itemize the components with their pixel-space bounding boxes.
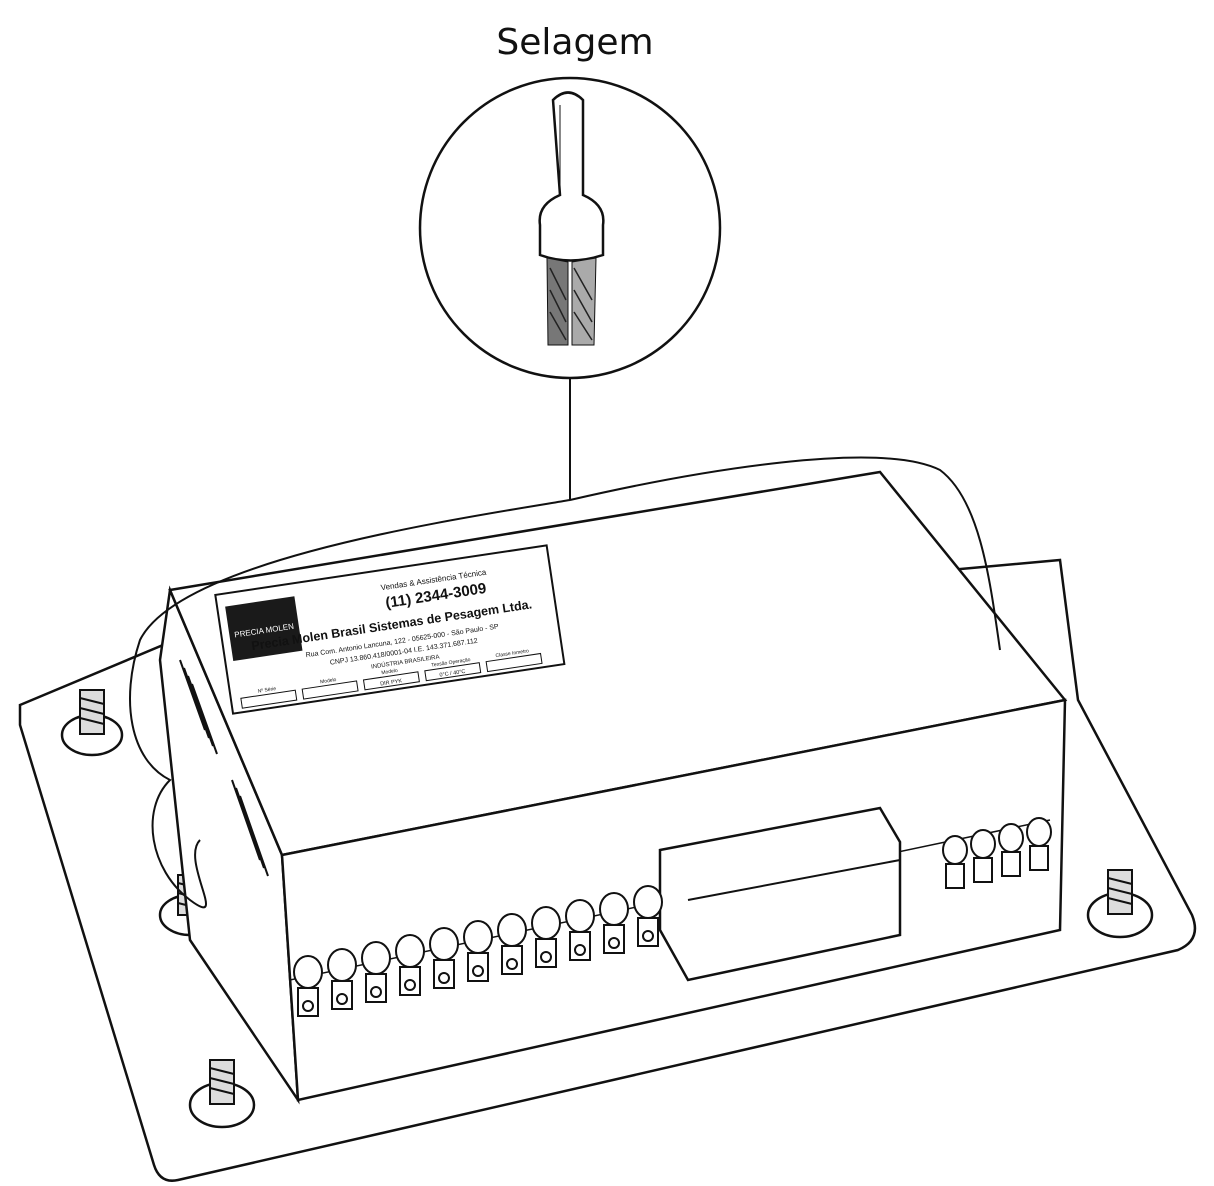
terminal-screw	[531, 906, 561, 968]
terminal-screw	[429, 927, 459, 989]
bolt-bottom-left	[188, 1059, 256, 1129]
plate-field-box	[485, 652, 543, 673]
seal-wire	[546, 257, 597, 346]
plate-field-box	[301, 680, 359, 700]
terminal-screw	[633, 885, 663, 947]
terminal-screw	[970, 829, 996, 883]
plate-field-value: DIR PYK	[380, 678, 403, 687]
terminal-screw	[942, 835, 968, 889]
plate-field-label: Modelo	[320, 677, 337, 685]
terminal-screw	[497, 913, 527, 975]
bolt-right	[1086, 869, 1154, 939]
plate-field-box	[240, 689, 298, 709]
plate-field-box	[424, 662, 482, 682]
plate-field-label: Modelo	[381, 668, 398, 676]
terminal-strip	[293, 885, 663, 1017]
bolt-top-left	[60, 689, 124, 757]
plate-field-label: Tensão Operação	[431, 657, 471, 669]
logo-block	[225, 596, 303, 661]
callout-label: Selagem	[496, 22, 654, 63]
terminal-screw	[998, 823, 1024, 877]
plate-field-value: 0°C / 40°C	[439, 669, 466, 679]
terminal-screw	[361, 941, 391, 1003]
connector-block	[658, 806, 902, 982]
terminal-screw	[293, 955, 323, 1017]
terminal-screw	[463, 920, 493, 982]
id-plate: PRECIA MOLEN Vendas & Assistência Técnic…	[214, 544, 566, 715]
plate-field-label: Nº Série	[257, 686, 276, 695]
terminal-screw	[327, 948, 357, 1010]
terminal-screw	[565, 899, 595, 961]
terminal-screw	[599, 892, 629, 954]
seal-ferrule	[538, 91, 605, 262]
seal-wire-loop	[129, 456, 1001, 909]
plate-field-label: Classe Inmetro	[495, 648, 529, 659]
plate-field-box	[362, 671, 420, 691]
terminal-screw	[395, 934, 425, 996]
seal-callout	[418, 76, 722, 500]
terminal-screw	[1026, 817, 1052, 871]
terminal-strip-right	[942, 817, 1052, 889]
